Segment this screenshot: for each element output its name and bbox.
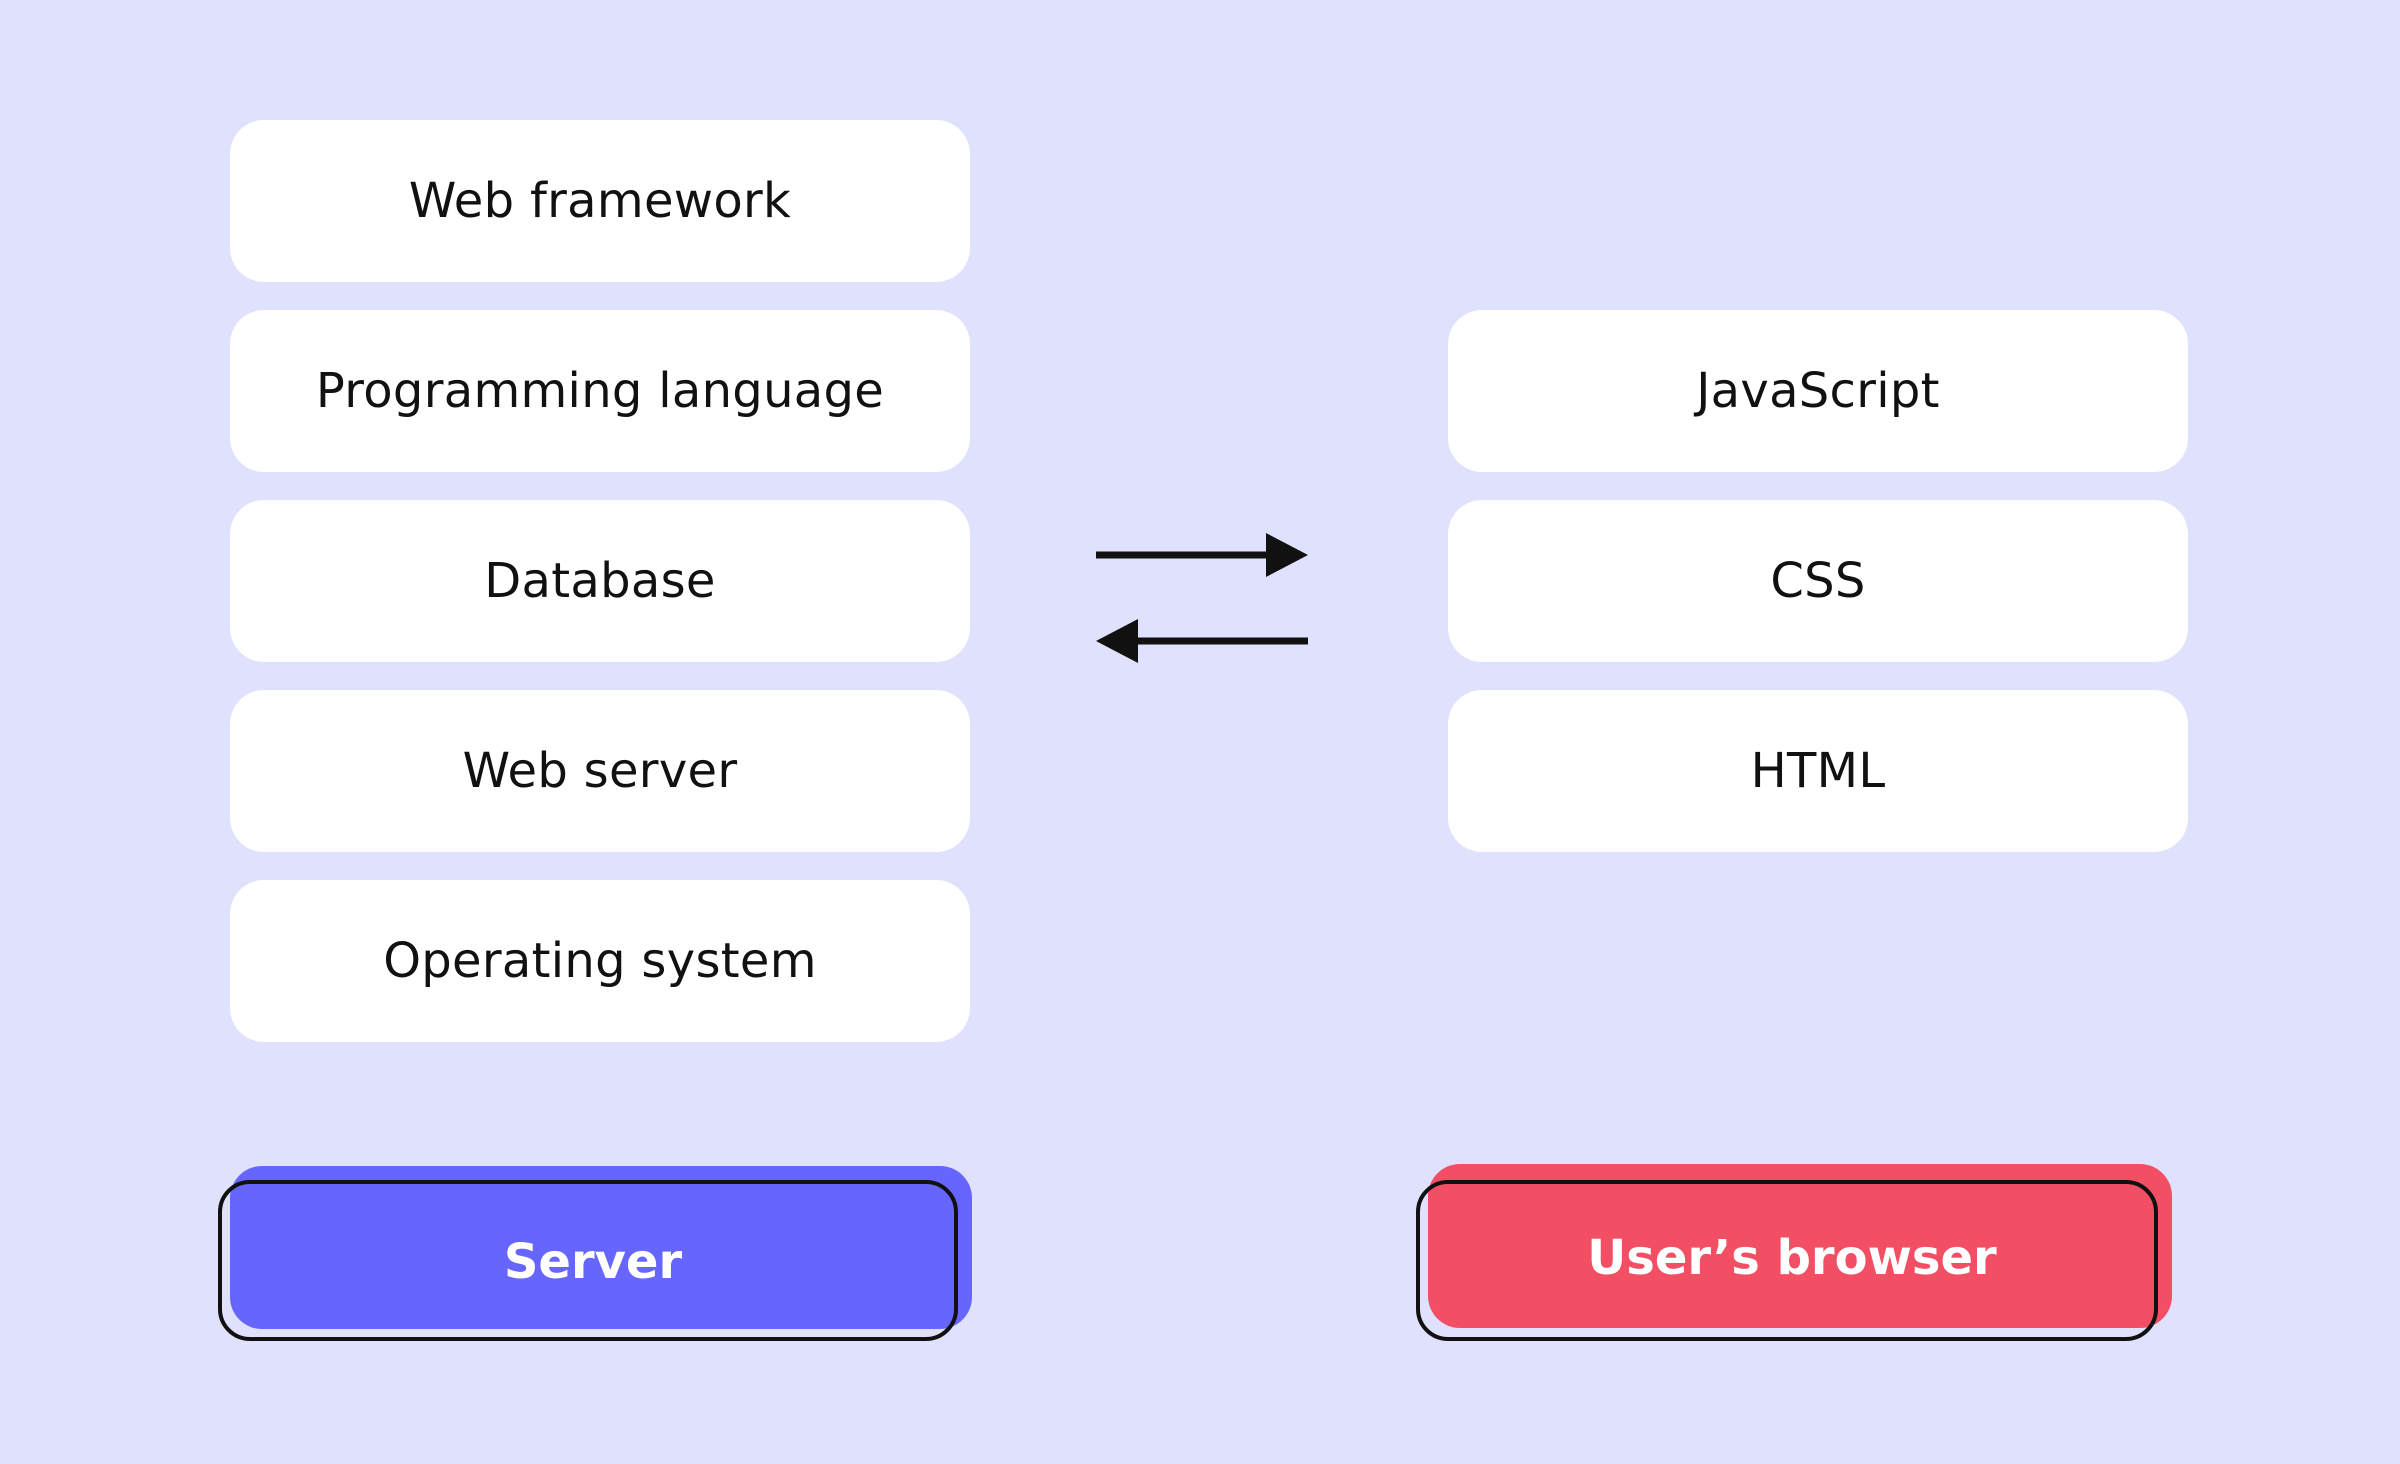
server-label: Server (230, 1166, 972, 1329)
layer-label: Web framework (408, 173, 792, 229)
layer-label: CSS (1770, 553, 1866, 609)
arrow-left-icon (1096, 619, 1308, 663)
browser-layer-css: CSS (1448, 500, 2188, 662)
browser-layer-javascript: JavaScript (1448, 310, 2188, 472)
exchange-arrows (1096, 533, 1308, 663)
server-layer-operating-system: Operating system (230, 880, 970, 1042)
layer-label: HTML (1750, 743, 1886, 799)
server-label-group: Server (218, 1166, 974, 1346)
layer-label: Operating system (383, 933, 817, 989)
browser-label: User’s browser (1428, 1164, 2172, 1328)
layer-label: Database (484, 553, 716, 609)
browser-label-group: User’s browser (1416, 1164, 2172, 1346)
arrow-right-icon (1096, 533, 1308, 577)
server-layer-web-framework: Web framework (230, 120, 970, 282)
layer-label: JavaScript (1696, 363, 1940, 419)
server-layer-programming-language: Programming language (230, 310, 970, 472)
browser-layer-html: HTML (1448, 690, 2188, 852)
server-layer-web-server: Web server (230, 690, 970, 852)
layer-label: Web server (462, 743, 738, 799)
layer-label: Programming language (315, 363, 885, 419)
server-label-text: Server (503, 1233, 683, 1290)
browser-label-text: User’s browser (1587, 1230, 1997, 1286)
server-layer-database: Database (230, 500, 970, 662)
